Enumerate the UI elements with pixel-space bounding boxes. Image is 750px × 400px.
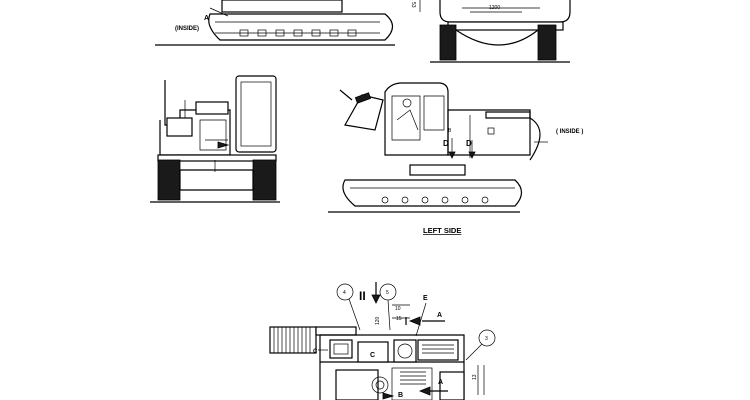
marker-a-top: A <box>204 15 209 22</box>
top-right-front-view: 1200 53 <box>410 0 571 63</box>
top-left-undercarriage-view: A (INSIDE) <box>155 0 395 46</box>
left-side-title: LEFT SIDE <box>423 226 461 235</box>
middle-left-rear-view <box>150 75 280 203</box>
marker-c-plan: C <box>370 352 375 359</box>
dim-15: 15 <box>396 316 402 322</box>
plan-view: 4 5 3 II 10 15 120 13 E A A B C C <box>269 282 496 400</box>
roman-two-label: II <box>359 289 366 303</box>
callout-4: 4 <box>343 290 346 296</box>
dim-13: 13 <box>472 374 478 380</box>
callout-5: 5 <box>386 290 389 296</box>
marker-a-plan-2: A <box>438 379 443 386</box>
marker-b-plan: B <box>398 392 403 399</box>
marker-d-left: D <box>443 139 449 148</box>
inside-label-top: (INSIDE) <box>175 26 199 32</box>
marker-e: E <box>423 295 428 302</box>
callout-3: 3 <box>485 336 488 342</box>
marker-d-small: B <box>448 128 452 134</box>
marker-c-plan-2: C <box>313 349 318 355</box>
dim-120: 120 <box>375 316 381 325</box>
dim-1200: 1200 <box>489 5 500 11</box>
dim-10: 10 <box>395 306 401 312</box>
left-side-view: D D B ( INSIDE ) <box>328 82 583 213</box>
dim-53: 53 <box>410 2 416 8</box>
inside-label-right: ( INSIDE ) <box>556 129 583 135</box>
marker-a-plan: A <box>437 312 442 319</box>
marker-d-right: D <box>466 139 472 148</box>
